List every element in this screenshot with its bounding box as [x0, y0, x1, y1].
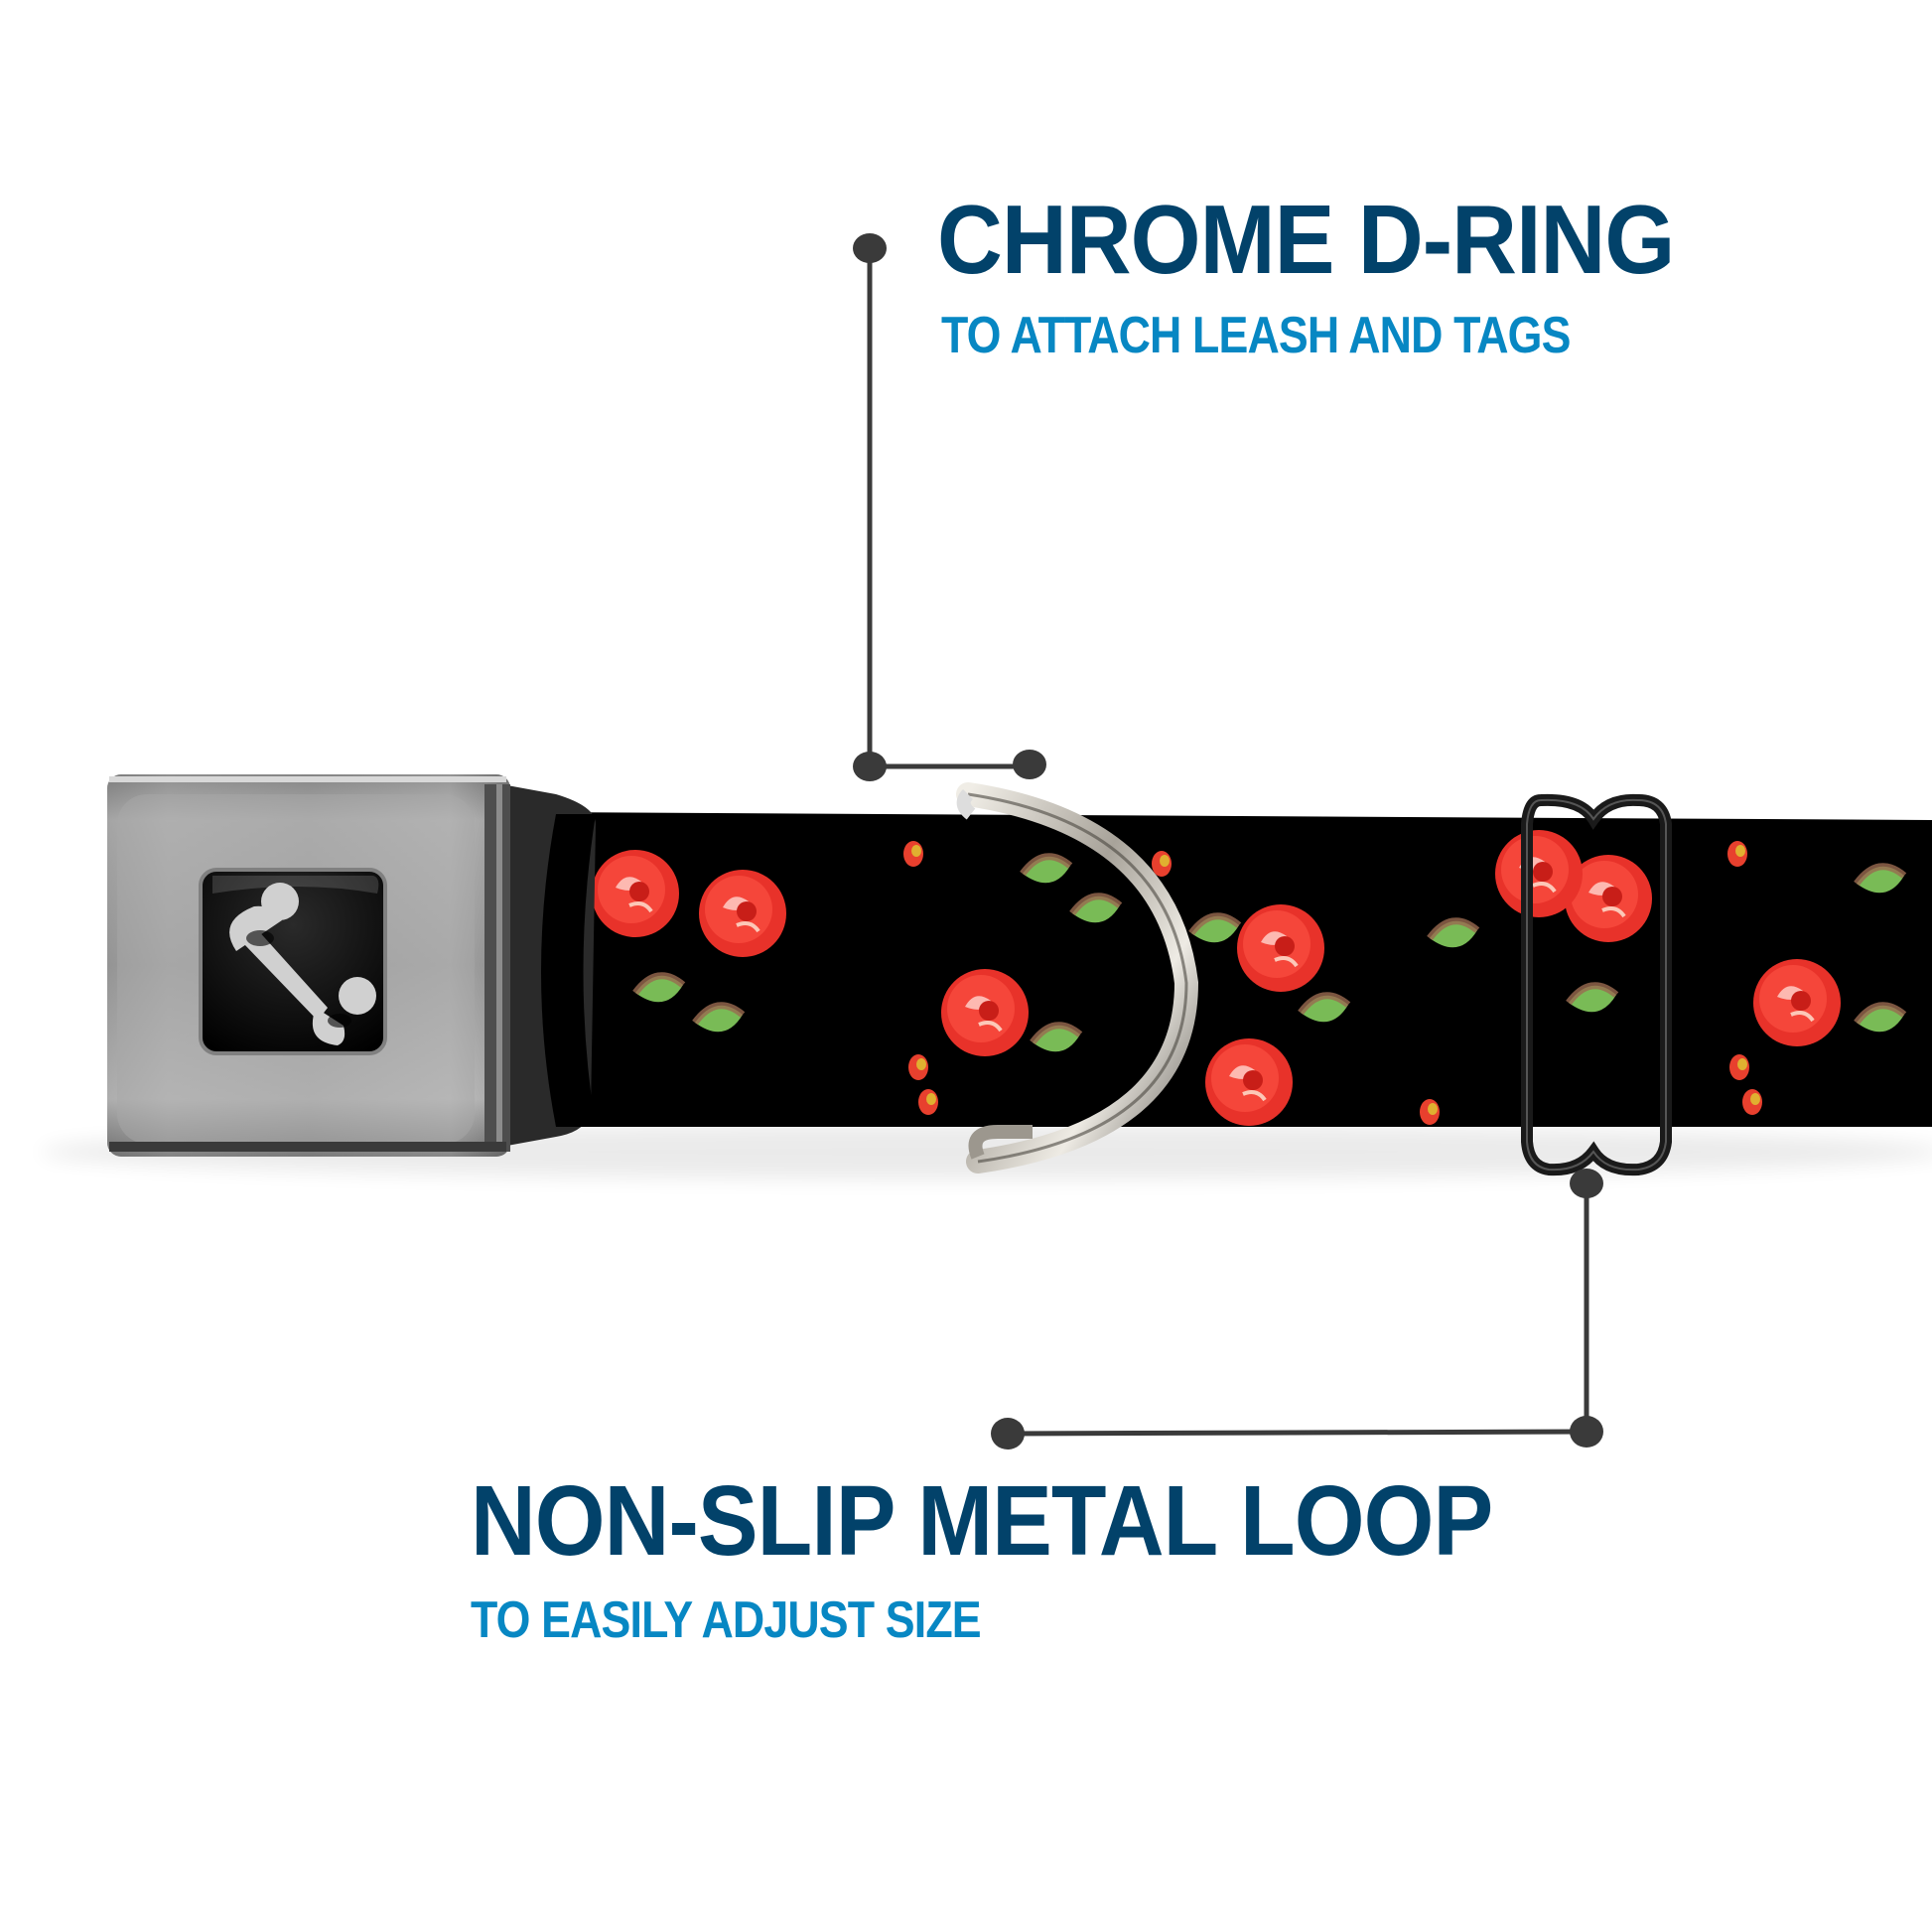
- d-ring-title: CHROME D-RING: [937, 185, 1675, 294]
- leader-dot: [1570, 1169, 1603, 1198]
- seatbelt-buckle[interactable]: [107, 774, 510, 1157]
- loop-leader-line: [991, 1169, 1603, 1449]
- metal-loop-subtitle: TO EASILY ADJUST SIZE: [471, 1591, 982, 1649]
- leader-dot: [853, 752, 887, 781]
- leader-dot: [1570, 1416, 1603, 1448]
- chrome-d-ring[interactable]: [956, 782, 1199, 1173]
- metal-loop[interactable]: [1521, 793, 1672, 1176]
- d-ring-leader-line: [853, 233, 1046, 781]
- leader-dot: [991, 1418, 1025, 1449]
- floral-strap: [526, 812, 1932, 1127]
- leader-dot: [853, 233, 887, 263]
- leader-dot: [1013, 750, 1046, 779]
- d-ring-subtitle: TO ATTACH LEASH AND TAGS: [941, 307, 1571, 364]
- dog-bone-icon: [229, 883, 376, 1045]
- metal-loop-title: NON-SLIP METAL LOOP: [471, 1465, 1493, 1577]
